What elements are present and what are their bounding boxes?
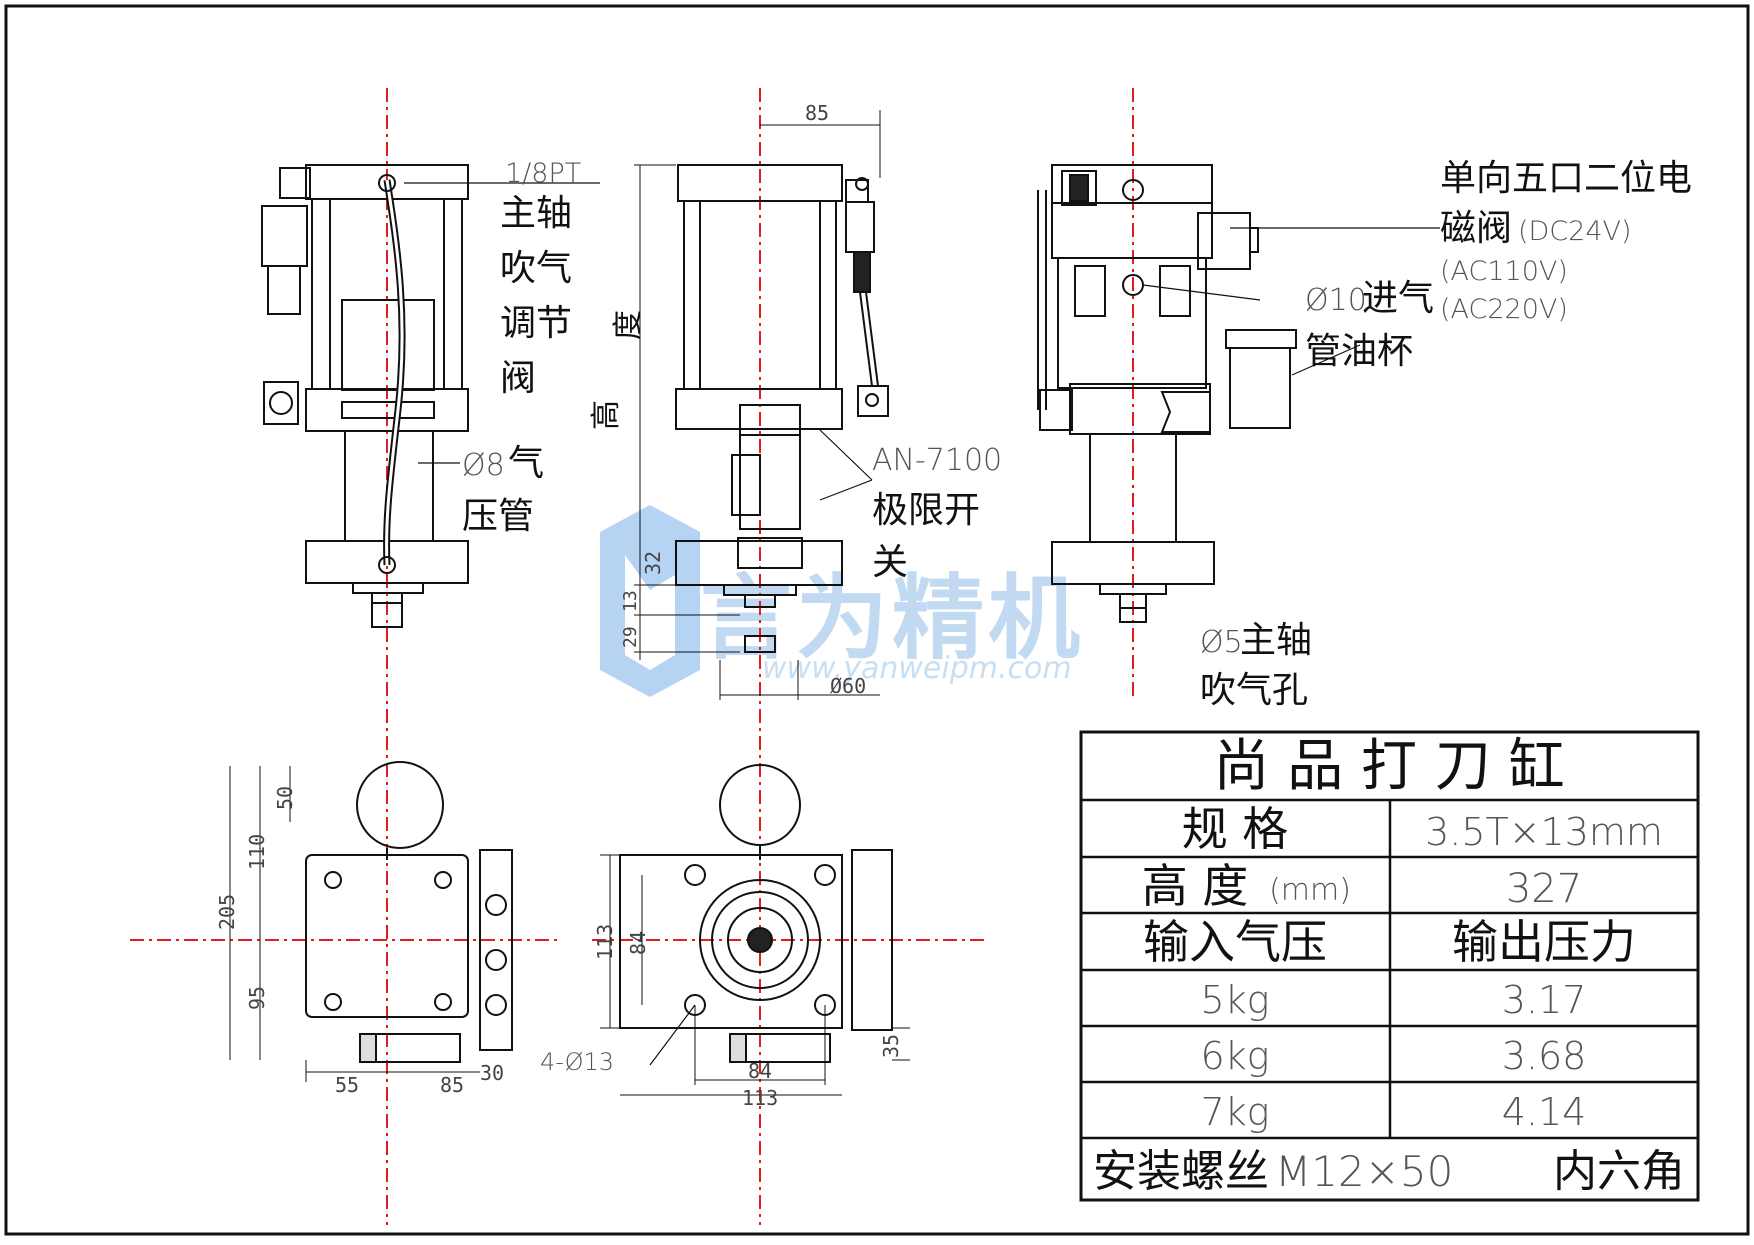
spindle-blow-valve-1: 主轴 [500, 193, 572, 234]
blow-hole-size: Ø5 [1200, 625, 1243, 660]
pressure-output-6: 3.68 [1502, 1034, 1587, 1078]
height-label-1: 高 [589, 400, 624, 430]
row-spec-value: 3.5T×13mm [1425, 810, 1663, 854]
spindle-blow-valve-3: 调节 [500, 303, 572, 344]
rear-view [1037, 164, 1440, 623]
dim-84-left: 84 [626, 931, 650, 955]
pipe-thread-label: 1/8PT [505, 158, 581, 189]
row-spec-label: 规 格 [1182, 802, 1289, 856]
side-view [634, 110, 889, 700]
pressure-output-5: 3.17 [1502, 978, 1587, 1022]
dim-84-bottom: 84 [748, 1059, 772, 1083]
spindle-blow-valve-4: 阀 [500, 358, 536, 399]
blow-hole-text-2: 吹气孔 [1200, 670, 1308, 711]
dim-29: 29 [620, 626, 641, 648]
watermark-name: 言为精机 [700, 565, 1084, 672]
limit-switch-text-1: 极限开 [872, 490, 980, 531]
dim-13: 13 [620, 590, 641, 612]
sheet-border [4, 4, 1750, 1236]
front-view [261, 164, 600, 628]
inlet-text-2: 管油杯 [1305, 331, 1413, 372]
dim-85-top: 85 [805, 101, 829, 125]
center-lines [130, 88, 1134, 1225]
limit-switch-text-2: 关 [872, 542, 908, 583]
dim-35: 35 [879, 1034, 903, 1058]
solenoid-valve-1: 单向五口二位电 [1440, 158, 1692, 199]
dim-85-bottom: 85 [440, 1073, 464, 1097]
dim-30: 30 [480, 1061, 504, 1085]
dim-55: 55 [335, 1073, 359, 1097]
air-pipe-size: Ø8 [462, 448, 505, 483]
blow-hole-text-1: 主轴 [1240, 620, 1312, 661]
air-pipe-text-2: 压管 [462, 496, 534, 537]
watermark-url: www.yanweipm.com [762, 651, 1072, 686]
air-pipe-text-1: 气 [508, 443, 544, 484]
holes-label: 4-Ø13 [540, 1048, 614, 1076]
dim-110: 110 [245, 834, 269, 870]
table-title: 尚 品 打 刀 缸 [1213, 734, 1564, 799]
voltage-dc24: (DC24V) [1518, 216, 1632, 247]
voltage-ac110: (AC110V) [1440, 256, 1568, 287]
dim-60: Ø60 [830, 674, 866, 698]
dim-113-bottom: 113 [742, 1086, 778, 1110]
voltage-ac220: (AC220V) [1440, 294, 1568, 325]
watermark: 言为精机 www.yanweipm.com [600, 505, 1084, 697]
pressure-output-7: 4.14 [1502, 1090, 1587, 1134]
height-label-2: 度 [611, 310, 646, 340]
inlet-text-1: 进气 [1362, 278, 1434, 319]
pressure-input-7: 7kg [1201, 1090, 1270, 1134]
top-view-left [229, 761, 513, 1082]
dim-50: 50 [273, 786, 297, 810]
dim-32: 32 [641, 551, 665, 575]
limit-switch-model: AN-7100 [872, 443, 1002, 478]
solenoid-valve-2: 磁阀 [1440, 208, 1512, 249]
watermark-logo [600, 505, 700, 697]
spec-table: 尚 品 打 刀 缸 规 格 3.5T×13mm 高 度 (mm) 327 输入气… [1079, 730, 1700, 1202]
spindle-blow-valve-2: 吹气 [500, 248, 572, 289]
header-output: 输出压力 [1452, 915, 1636, 969]
row-height-value: 327 [1506, 866, 1582, 912]
footer-screw: M12×50 [1275, 1147, 1453, 1196]
dim-205: 205 [215, 894, 239, 930]
pressure-input-5: 5kg [1201, 978, 1270, 1022]
inlet-size: Ø10 [1305, 283, 1367, 318]
footer-prefix: 安装螺丝 [1093, 1146, 1269, 1197]
row-height-unit: (mm) [1269, 873, 1351, 908]
dim-95: 95 [245, 986, 269, 1010]
row-height-label: 高 度 [1142, 859, 1249, 913]
pressure-input-6: 6kg [1201, 1034, 1270, 1078]
footer-suffix: 内六角 [1553, 1146, 1685, 1197]
header-input: 输入气压 [1143, 915, 1327, 969]
annotations: 1/8PT 主轴 吹气 调节 阀 Ø8 气 压管 高 度 85 32 13 29… [215, 101, 1692, 1110]
top-view-right [600, 764, 910, 1096]
dim-113-left: 113 [593, 924, 617, 960]
